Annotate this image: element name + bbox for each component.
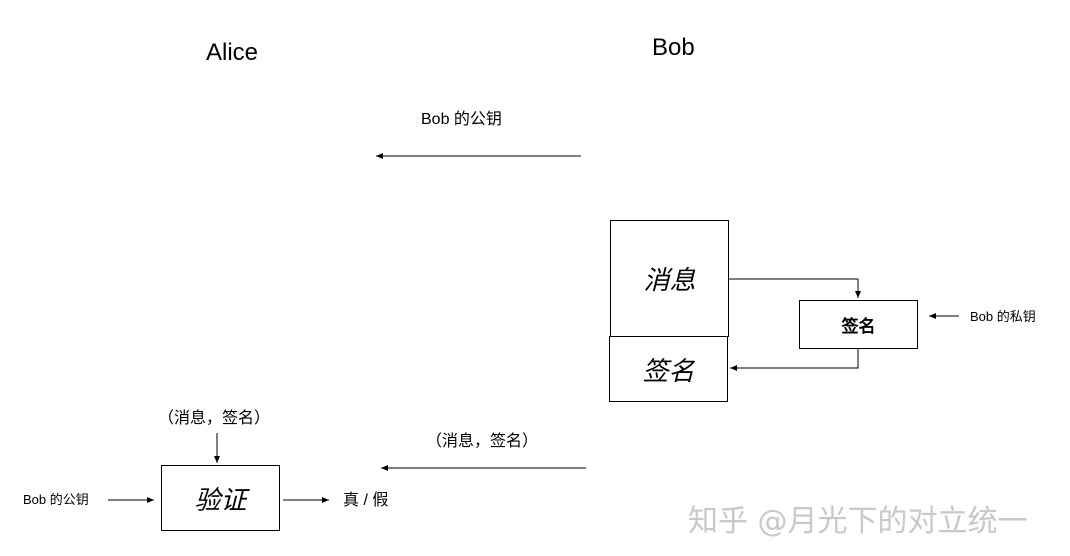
alice-heading: Alice	[206, 39, 259, 66]
message-box: 消息	[610, 220, 729, 337]
verify-result-label: 真 / 假	[343, 492, 389, 509]
verify-box-label: 验证	[194, 485, 247, 516]
message-signature-transfer-label: （消息，签名）	[426, 433, 539, 450]
verify-box: 验证	[161, 465, 280, 531]
verify-public-key-label: Bob 的公钥	[23, 492, 89, 507]
bob-heading: Bob	[652, 34, 695, 61]
message-to-sign-arrow	[729, 278, 861, 298]
sign-operation-label: 签名	[841, 317, 876, 337]
public-key-transfer-label: Bob 的公钥	[421, 111, 502, 128]
signature-box: 签名	[609, 336, 728, 402]
watermark: 知乎 @月光下的对立统一	[688, 504, 1028, 539]
message-box-label: 消息	[643, 266, 696, 296]
signature-box-label: 签名	[642, 356, 695, 387]
sign-operation-box: 签名	[799, 300, 918, 349]
private-key-label: Bob 的私钥	[970, 309, 1036, 324]
verify-input-label: （消息，签名）	[158, 410, 271, 427]
sign-to-signature-arrow	[730, 348, 859, 371]
